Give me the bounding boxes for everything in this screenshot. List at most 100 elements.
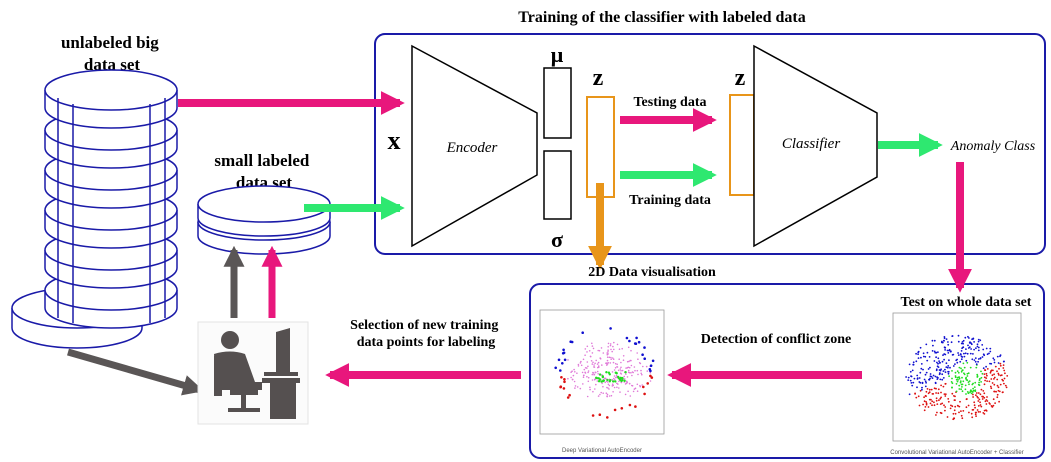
scatter-point [956, 376, 959, 379]
scatter-point [933, 387, 936, 390]
scatter-point [960, 358, 963, 361]
scatter-point [618, 348, 621, 351]
scatter-point [959, 353, 962, 355]
scatter-point [951, 392, 954, 395]
scatter-point [595, 383, 597, 386]
scatter-point [613, 348, 615, 351]
scatter-point [949, 407, 952, 410]
scatter-point [590, 360, 593, 362]
scatter-point [926, 359, 929, 362]
scatter-point [611, 357, 614, 359]
scatter-point [912, 381, 915, 384]
scatter-point [576, 386, 579, 388]
scatter-point [998, 400, 1000, 403]
scatter-point [915, 360, 918, 363]
scatter-point [928, 391, 931, 394]
scatter-point [925, 381, 927, 384]
scatter-point [965, 376, 967, 379]
scatter-point [570, 371, 572, 374]
scatter-point [997, 362, 1000, 364]
scatter-point [563, 378, 566, 381]
scatter-point [995, 390, 997, 393]
scatter-point [961, 386, 963, 388]
scatter-point [591, 352, 594, 354]
scatter-point [999, 374, 1002, 377]
scatter-point [592, 372, 595, 374]
scatter-point [977, 358, 980, 360]
scatter-point [944, 393, 947, 396]
latent-z-box [586, 96, 615, 198]
scatter-point [601, 375, 605, 379]
scatter-point [601, 379, 605, 383]
scatter-point [608, 388, 610, 390]
scatter-point [965, 348, 967, 350]
scatter-point [610, 356, 612, 359]
scatter-point [980, 370, 982, 373]
scatter-point [989, 362, 991, 365]
scatter-point [600, 391, 602, 394]
scatter-point [980, 381, 982, 383]
scatter-point [951, 405, 954, 408]
scatter-point [643, 346, 646, 349]
scatter-point [620, 369, 622, 372]
scatter-point [599, 378, 602, 381]
scatter-point [599, 393, 601, 396]
scatter-point [627, 369, 630, 372]
scatter-point [582, 358, 585, 361]
scatter-point [591, 379, 594, 381]
scatter-plot-test: Convolutional Variational AutoEncoder + … [890, 312, 1024, 456]
scatter-point [994, 402, 996, 404]
scatter-point [994, 365, 997, 368]
scatter-point [576, 372, 578, 375]
scatter-point [606, 359, 609, 362]
scatter-point [567, 359, 569, 361]
scatter-point [607, 383, 610, 386]
scatter-point [983, 409, 986, 412]
scatter-point [981, 395, 984, 398]
scatter-point [616, 382, 618, 385]
scatter-point [597, 361, 600, 364]
scatter-point [940, 341, 943, 344]
scatter-point [642, 365, 644, 368]
scatter-point [975, 363, 978, 366]
scatter-point [972, 353, 974, 355]
scatter-point [960, 410, 962, 412]
scatter-point [582, 376, 585, 379]
scatter-point [609, 362, 612, 364]
scatter-point [978, 381, 980, 384]
scatter-point [598, 349, 601, 352]
scatter-point [936, 361, 938, 364]
scatter-point [593, 378, 596, 381]
scatter-point [986, 380, 988, 382]
scatter-point [975, 411, 977, 414]
scatter-point [954, 363, 956, 365]
scatter-point [972, 389, 975, 392]
scatter-point [636, 369, 639, 372]
scatter-point [956, 358, 958, 361]
scatter-point [990, 387, 993, 390]
scatter-point [980, 405, 983, 408]
scatter-point [986, 368, 989, 370]
scatter-point [606, 416, 609, 419]
scatter-point [928, 398, 931, 401]
scatter-point [966, 398, 968, 400]
scatter-point [939, 372, 941, 375]
scatter-point [963, 366, 966, 369]
scatter-point [975, 347, 977, 350]
scatter-point [593, 366, 595, 368]
scatter-point [943, 339, 945, 342]
scatter-point [977, 338, 980, 341]
scatter-point [626, 367, 629, 369]
scatter-point [937, 357, 940, 360]
scatter-point [628, 366, 631, 369]
scatter-point [593, 373, 596, 376]
scatter-point [977, 349, 980, 352]
scatter-point [936, 411, 938, 414]
scatter-point [617, 369, 620, 372]
scatter-point [960, 367, 962, 370]
scatter-point [999, 362, 1002, 365]
scatter-point [957, 404, 959, 407]
scatter-point [925, 390, 928, 393]
scatter-point [938, 399, 940, 402]
scatter-point [928, 356, 931, 358]
